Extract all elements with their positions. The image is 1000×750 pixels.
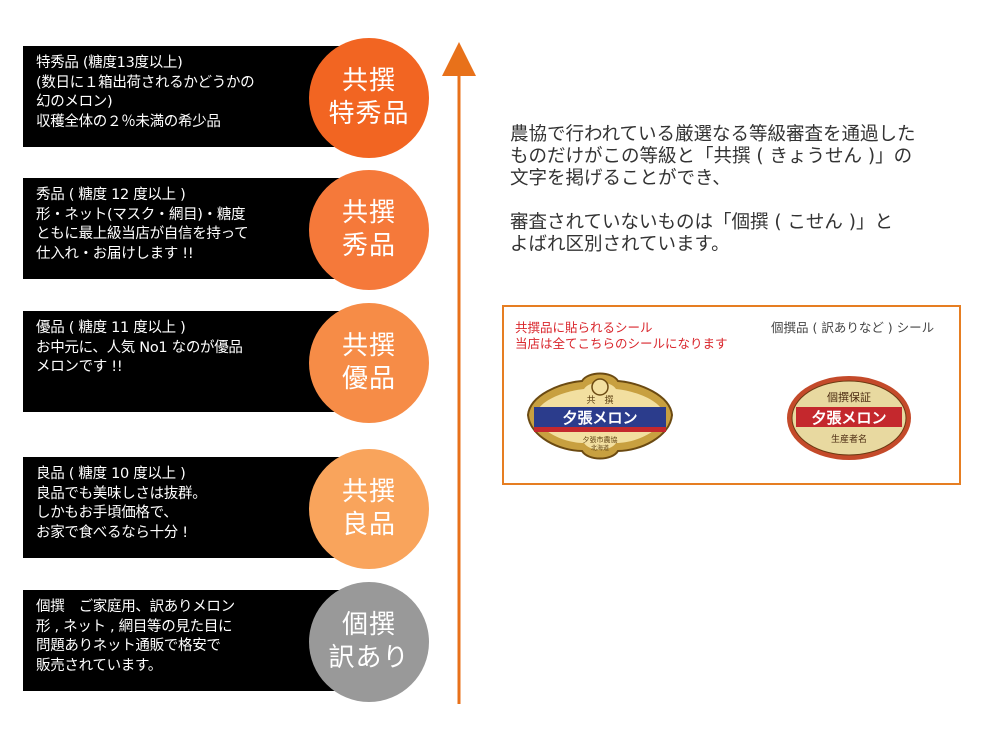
kosen-seal-bottom: 生産者名: [831, 433, 867, 445]
badge-line: 共撰: [341, 477, 396, 507]
grade-text: 個撰 ご家庭用、訳ありメロン: [36, 599, 235, 615]
kyosen-seal-main: 夕張メロン: [562, 409, 637, 427]
badge-line: 共撰: [341, 66, 396, 96]
caption-line: 共撰品に貼られるシール: [515, 320, 653, 335]
badge-line: 優品: [341, 364, 396, 394]
grade-text: お家で食べるなら十分 !: [36, 524, 188, 541]
kyosen-seal-bottom: 夕張市農協: [583, 435, 618, 444]
badge-line: 訳あり: [328, 643, 410, 673]
description-line: [510, 190, 916, 212]
grade-box-yu: 優品 ( 糖度 11 度以上 ) お中元に、人気 No1 なのが優品 メロンです…: [23, 311, 343, 412]
grade-text: 特秀品 (糖度13度以上): [36, 55, 183, 71]
kyosen-seal-icon: 共 撰 夕張メロン 夕張市農協 北海道: [526, 372, 674, 460]
grade-badge-yu: 共撰 優品: [309, 303, 429, 423]
grade-text: メロンです !!: [36, 359, 123, 375]
kyosen-seal-band-red: [534, 427, 666, 432]
grade-box-shu: 秀品 ( 糖度 12 度以上 ) 形・ネット(マスク・網目)・糖度 ともに最上級…: [23, 178, 343, 279]
grade-text: 形 , ネット , 網目等の見た目に: [36, 618, 233, 635]
grade-text: 幻のメロン): [36, 94, 113, 110]
grade-text: 販売されています。: [36, 657, 162, 674]
grade-text: 秀品 ( 糖度 12 度以上 ): [36, 187, 186, 203]
kyosen-seal-band: [534, 407, 666, 427]
kyosen-seal-caption: 共撰品に貼られるシール 当店は全てこちらのシールになります: [515, 320, 728, 352]
kyosen-seal-sub: 北海道: [591, 444, 609, 452]
grade-text: お中元に、人気 No1 なのが優品: [36, 339, 243, 356]
grade-text: 優品 ( 糖度 11 度以上 ): [36, 320, 186, 336]
arrow-head: [442, 42, 476, 76]
grade-badge-ryo: 共撰 良品: [309, 449, 429, 569]
kyosen-seal-crest: [591, 378, 609, 396]
badge-line: 個撰: [341, 610, 396, 640]
grade-text: 良品 ( 糖度 10 度以上 ): [36, 466, 186, 482]
badge-line: 共撰: [341, 331, 396, 361]
caption-line: 当店は全てこちらのシールになります: [515, 336, 728, 351]
kosen-seal-caption: 個撰品 ( 訳ありなど ) シール: [771, 320, 935, 335]
badge-line: 特秀品: [328, 99, 410, 129]
description: 農協で行われている厳選なる等級審査を通過した ものだけがこの等級と「共撰 ( き…: [510, 124, 916, 256]
grade-text: 良品でも美味しさは抜群。: [36, 485, 207, 502]
description-line: ものだけがこの等級と「共撰 ( きょうせん )」の: [510, 146, 913, 167]
grade-text: (数日に１箱出荷されるかどうかの: [36, 74, 255, 91]
badge-line: 共撰: [341, 198, 396, 228]
grade-badge-tokushu: 共撰 特秀品: [309, 38, 429, 158]
seal-comparison-box: 共撰品に貼られるシール 当店は全てこちらのシールになります 個撰品 ( 訳ありな…: [502, 305, 961, 485]
description-line: 農協で行われている厳選なる等級審査を通過した: [510, 124, 916, 145]
grade-text: ともに最上級当店が自信を持って: [36, 226, 249, 242]
grade-box-ryo: 良品 ( 糖度 10 度以上 ) 良品でも美味しさは抜群。 しかもお手頃価格で、…: [23, 457, 343, 558]
description-line: 文字を掲げることができ、: [510, 168, 731, 189]
grade-text: 形・ネット(マスク・網目)・糖度: [36, 206, 246, 223]
kosen-seal-icon: 個撰保証 夕張メロン 生産者名: [787, 376, 911, 460]
grade-text: 仕入れ・お届けします !!: [36, 245, 194, 262]
grade-arrow-icon: [442, 42, 476, 704]
grade-badge-shu: 共撰 秀品: [309, 170, 429, 290]
kyosen-seal-top: 共 撰: [586, 394, 613, 406]
badge-line: 良品: [341, 510, 396, 540]
grade-text: しかもお手頃価格で、: [36, 505, 178, 521]
badge-line: 秀品: [341, 231, 396, 261]
description-line: 審査されていないものは「個撰 ( こせん )」と: [510, 212, 894, 233]
description-line: よばれ区別されています。: [510, 234, 730, 255]
grade-text: 収穫全体の２％未満の希少品: [36, 113, 221, 130]
grade-text: 問題ありネット通販で格安で: [36, 638, 221, 654]
grade-box-tokushu: 特秀品 (糖度13度以上) (数日に１箱出荷されるかどうかの 幻のメロン) 収穫…: [23, 46, 343, 147]
kosen-seal-band: [796, 407, 902, 427]
grade-badge-kosen: 個撰 訳あり: [309, 582, 429, 702]
kosen-seal-main: 夕張メロン: [811, 409, 886, 427]
grade-box-kosen: 個撰 ご家庭用、訳ありメロン 形 , ネット , 網目等の見た目に 問題ありネッ…: [23, 590, 343, 691]
kosen-seal-top: 個撰保証: [827, 390, 871, 404]
